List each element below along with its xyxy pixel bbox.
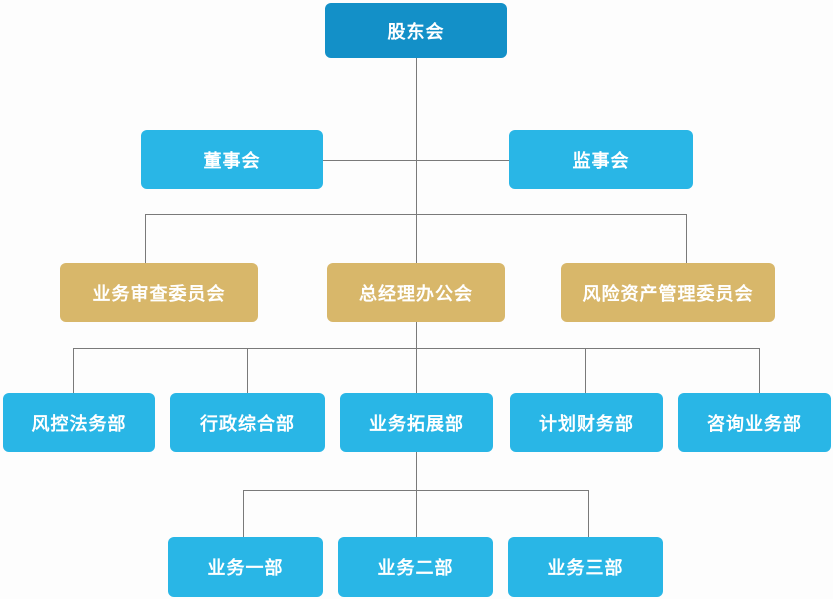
connector-drop-risk-committee (686, 214, 687, 263)
node-business-review-committee: 业务审查委员会 (60, 263, 258, 322)
node-risk-legal-dept: 风控法务部 (3, 393, 155, 452)
node-board-of-directors: 董事会 (141, 130, 323, 189)
connector-bus-level3 (145, 214, 687, 215)
connector-trunk-business-dev (416, 452, 417, 537)
node-admin-general-dept: 行政综合部 (170, 393, 325, 452)
connector-drop-risk-legal-dept (73, 348, 74, 393)
connector-bus-level4 (73, 348, 760, 349)
node-supervisory-board: 监事会 (509, 130, 693, 189)
connector-drop-review-committee (145, 214, 146, 263)
node-consulting-business-dept: 咨询业务部 (678, 393, 831, 452)
connector-drop-finance-dept (585, 348, 586, 393)
connector-drop-consulting-dept (759, 348, 760, 393)
node-business-dept-1: 业务一部 (168, 537, 323, 597)
node-planning-finance-dept: 计划财务部 (510, 393, 663, 452)
node-business-dept-2: 业务二部 (338, 537, 493, 597)
node-risk-asset-mgmt-committee: 风险资产管理委员会 (561, 263, 775, 322)
node-gm-office-meeting: 总经理办公会 (327, 263, 505, 322)
connector-drop-admin-dept (247, 348, 248, 393)
connector-bus-level5 (243, 490, 589, 491)
connector-drop-business-dept-1 (243, 490, 244, 537)
connector-bus-level2 (323, 160, 509, 161)
node-shareholders-meeting: 股东会 (325, 3, 507, 58)
connector-drop-business-dept-3 (588, 490, 589, 537)
node-business-dev-dept: 业务拓展部 (340, 393, 493, 452)
node-business-dept-3: 业务三部 (508, 537, 663, 597)
connector-trunk-gm-office (416, 322, 417, 393)
